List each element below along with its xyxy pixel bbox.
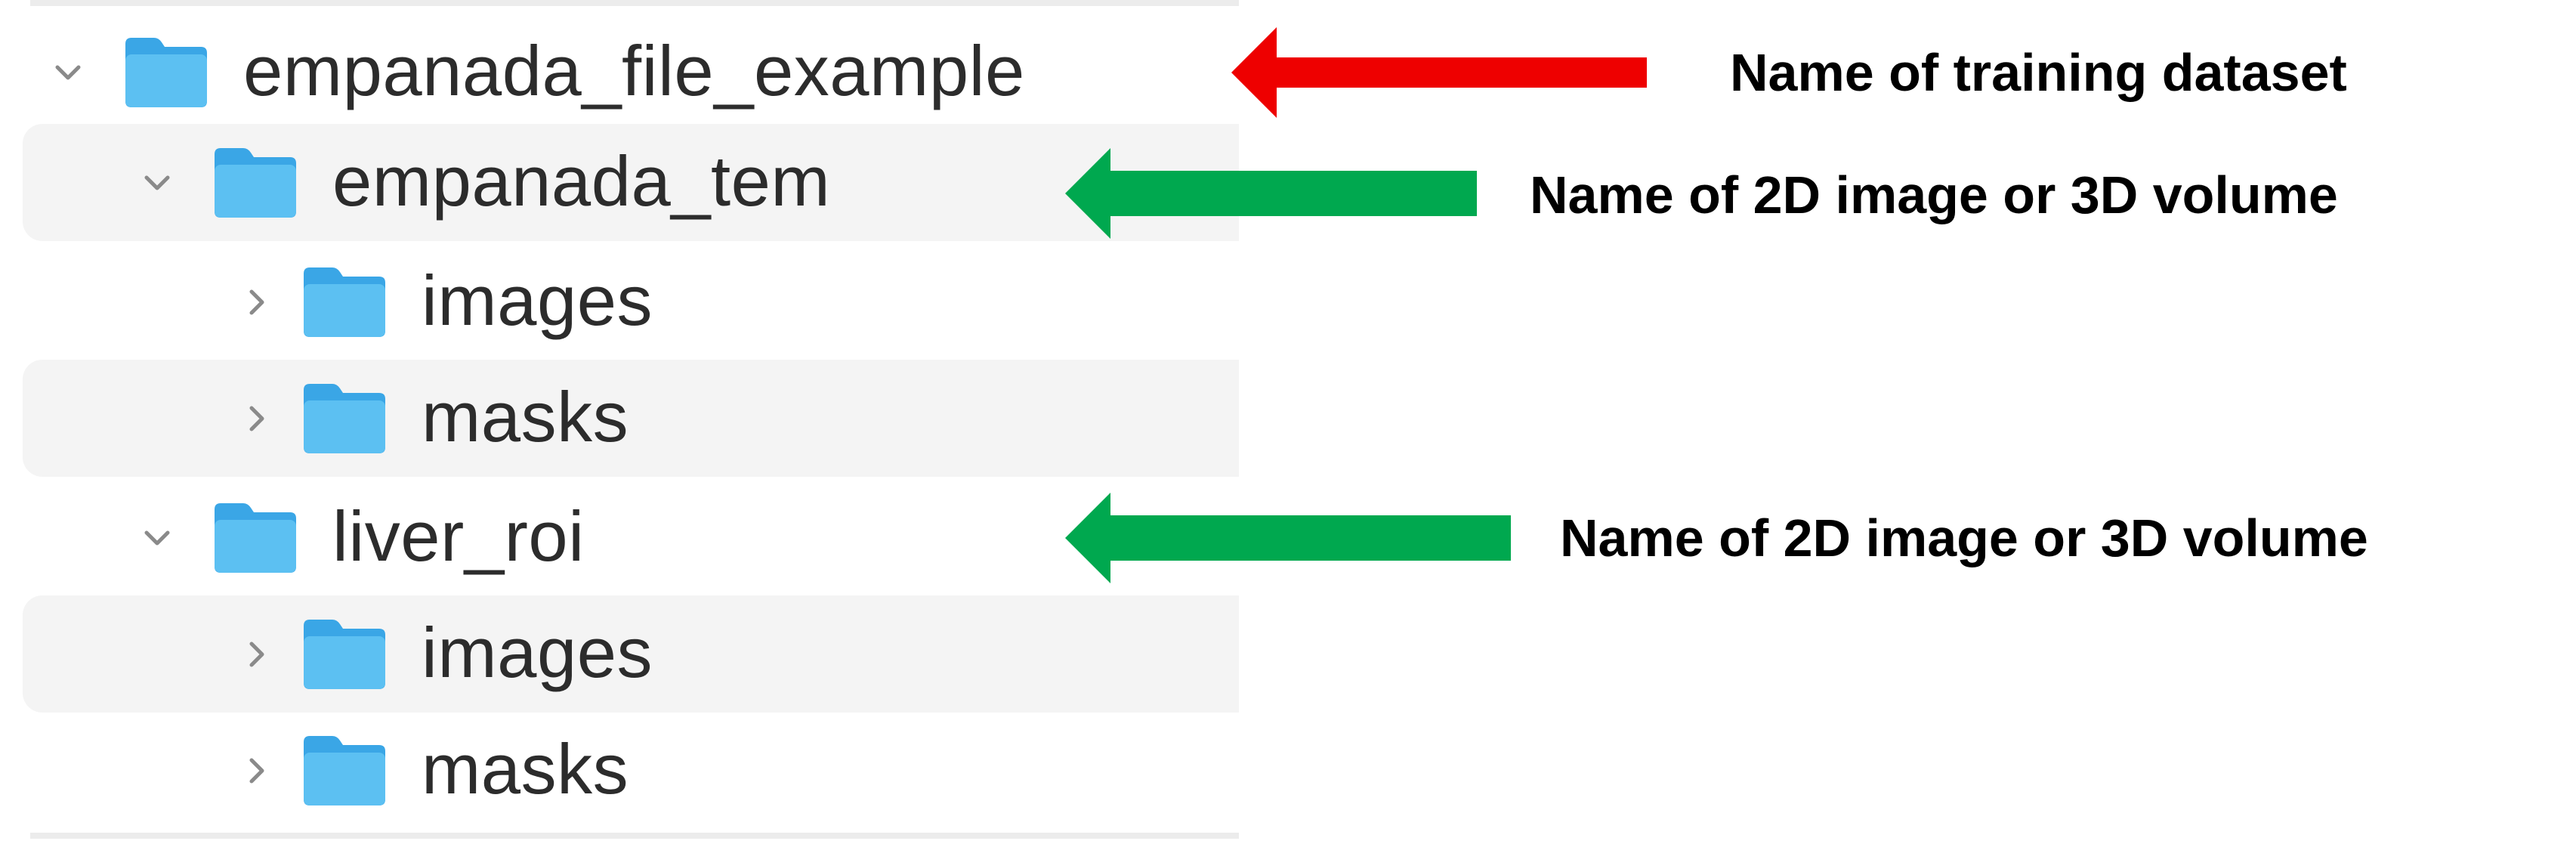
folder-icon [121,33,212,112]
list-top-divider [30,0,1239,6]
green-arrow-icon [1065,148,1488,239]
tree-row-images[interactable]: images [23,243,1239,360]
tree-row-label: images [422,260,653,340]
annotation-training-dataset: Name of training dataset [1730,43,2347,102]
tree-row-liver-roi[interactable]: liver_roi [23,479,1239,596]
folder-icon [299,615,390,694]
tree-row-empanada-tem[interactable]: empanada_tem [23,124,1239,241]
red-arrow-icon [1231,27,1654,118]
tree-row-empanada-file-example[interactable]: empanada_file_example [23,14,1239,131]
annotation-image-volume: Name of 2D image or 3D volume [1530,165,2338,224]
tree-row-label: liver_roi [332,496,585,576]
tree-row-masks[interactable]: masks [23,712,1239,829]
tree-row-images[interactable]: images [23,595,1239,713]
chevron-down-icon[interactable] [142,523,172,553]
file-list-panel: empanada_file_example empanada_tem image… [0,0,1239,841]
tree-row-label: masks [422,728,629,809]
folder-icon [299,263,390,342]
chevron-right-icon[interactable] [242,639,272,669]
tree-row-label: images [422,612,653,692]
tree-row-label: empanada_file_example [243,30,1025,110]
chevron-down-icon[interactable] [53,57,83,88]
tree-row-masks[interactable]: masks [23,360,1239,477]
chevron-right-icon[interactable] [242,287,272,317]
list-bottom-divider [30,833,1239,839]
tree-row-label: empanada_tem [332,141,831,221]
tree-row-label: masks [422,376,629,456]
folder-icon [210,499,301,577]
green-arrow-icon [1065,493,1518,583]
folder-icon [210,144,301,222]
folder-icon [299,731,390,810]
chevron-right-icon[interactable] [242,403,272,434]
annotation-image-volume: Name of 2D image or 3D volume [1560,509,2368,567]
chevron-down-icon[interactable] [142,168,172,198]
chevron-right-icon[interactable] [242,756,272,786]
folder-icon [299,379,390,458]
